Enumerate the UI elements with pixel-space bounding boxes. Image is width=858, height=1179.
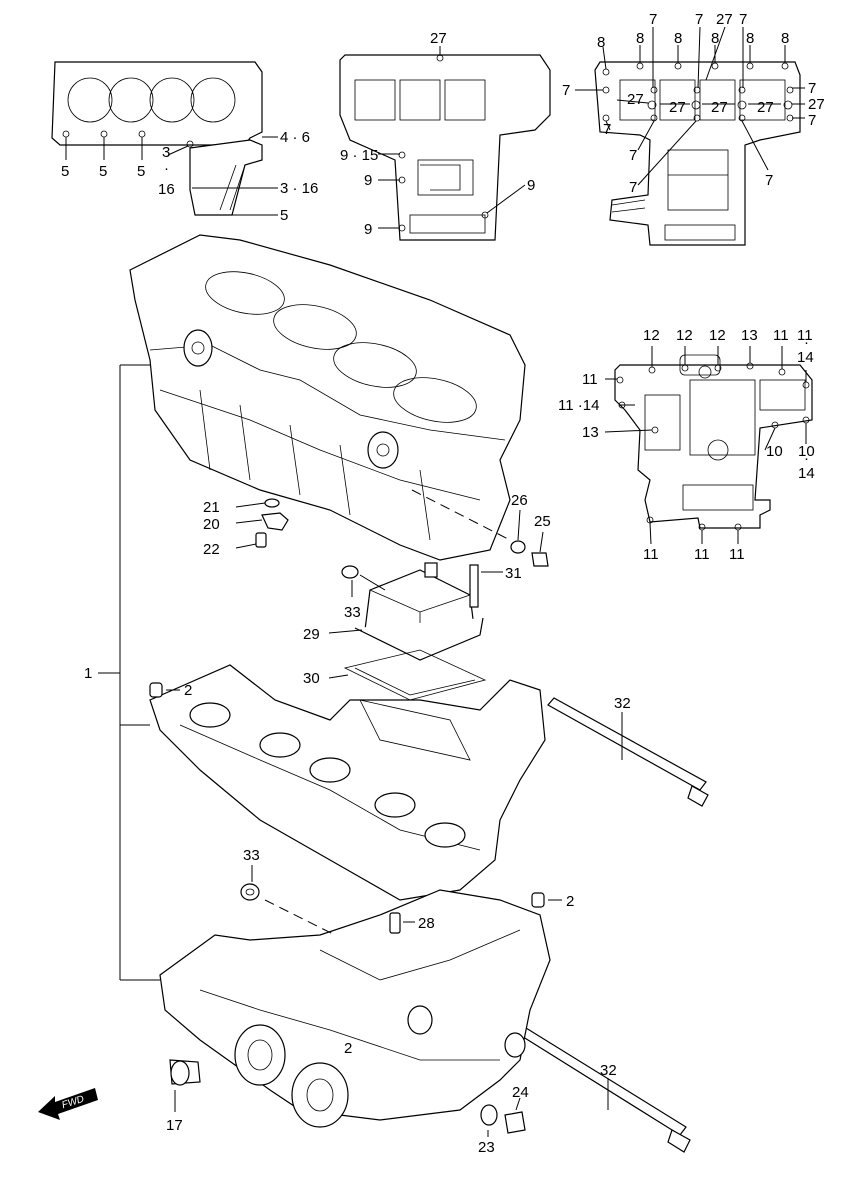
callout-label: 24 [512,1084,529,1101]
callout-label: 3 [162,144,170,161]
callout-label: 10 [766,443,783,460]
callout-label: 11 [643,546,659,563]
assembly-1-bracket [98,364,160,981]
callout-label: 25 [534,513,551,530]
callout-label: 8 [636,30,644,47]
callout-label: 5 [280,207,288,224]
callout-label: 4 · 6 [280,129,310,146]
callout-label: 11 [773,327,789,344]
callout-label: 7 [695,11,703,28]
callout-label: 5 [137,163,145,180]
callout-label: 13 [741,327,758,344]
crankcase-bottom-bolt-plan [594,61,801,246]
callout-label: 33 [344,604,361,621]
callout-label: 7 [629,179,637,196]
callout-label: 27 [808,96,825,113]
callout-label: 9 [364,172,372,189]
callout-label: 8 [711,30,719,47]
callout-label: 1 [84,665,92,682]
callout-label: 33 [243,847,260,864]
callout-label: 11 [729,546,745,563]
callout-label: 8 [674,30,682,47]
upper-crankcase-leaders [65,136,278,216]
stud-bolts [519,697,709,1153]
callout-label: 27 [711,99,728,116]
small-parts-upper [235,498,549,567]
callout-label: 10 [798,443,815,460]
callout-label: 32 [614,695,631,712]
callout-label: 31 [505,565,522,582]
callout-label: 12 [643,327,660,344]
forward-direction-arrow: FWD [38,1088,98,1120]
callout-label: 2 [566,893,574,910]
callout-label: 2 [184,682,192,699]
callout-label: 27 [669,99,686,116]
lower-crankcase-half [149,664,546,901]
callout-label: · [164,160,169,177]
callout-label: 9 · 15 [340,147,378,164]
callout-label: 7 [603,121,611,138]
callout-labels: 27 7 7 27 7 8 8 8 8 8 8 7 27 27 27 27 7 … [61,11,825,1156]
callout-label: 7 [739,11,747,28]
callout-label: 23 [478,1139,495,1156]
callout-label: 17 [166,1117,183,1134]
crankcase-bottom-leaders [575,26,805,186]
callout-label: · [804,334,809,351]
callout-label: 9 [527,177,535,194]
oil-pan-bolt-plan [614,354,813,531]
callout-label: 3 · 16 [280,180,318,197]
callout-label: 14 [797,349,814,366]
callout-label: 30 [303,670,320,687]
callout-label: 22 [203,541,220,558]
small-parts-lower [169,865,526,1137]
upper-crankcase [129,234,526,561]
callout-label: 7 [808,80,816,97]
callout-label: 11 [797,327,813,344]
callout-label: 5 [61,163,69,180]
callout-label: 14 [798,465,815,482]
callout-label: 11 [582,371,598,388]
callout-label: 8 [597,34,605,51]
callout-label: 16 [158,181,175,198]
callout-label: 11 ·14 [558,397,599,414]
lower-crankcase-bolt-plan [339,54,551,241]
callout-label: 7 [649,11,657,28]
oil-pan-leaders [604,346,807,545]
callout-label: 5 [99,163,107,180]
breather-cover [328,562,503,701]
callout-label: · [804,450,809,467]
callout-label: 27 [430,30,447,47]
callout-label: 29 [303,626,320,643]
callout-label: 13 [582,424,599,441]
callout-label: 9 [364,221,372,238]
callout-label: 27 [627,91,644,108]
callout-label: 20 [203,516,220,533]
callout-label: 26 [511,492,528,509]
callout-label: 11 [694,546,710,563]
callout-label: 32 [600,1062,617,1079]
callout-label: 27 [716,11,733,28]
callout-label: 2 [344,1040,352,1057]
callout-label: 12 [709,327,726,344]
callout-label: 12 [676,327,693,344]
callout-label: 7 [562,82,570,99]
upper-crankcase-bolt-plan [51,61,263,216]
callout-label: 28 [418,915,435,932]
callout-label: 8 [746,30,754,47]
callout-label: 7 [808,112,816,129]
lower-crankcase-leaders [378,46,526,229]
callout-label: 7 [629,147,637,164]
callout-label: 8 [781,30,789,47]
crankcase-lower-sump [159,889,551,1128]
callout-label: 7 [765,172,773,189]
callout-label: 27 [757,99,774,116]
callout-label: 21 [203,499,220,516]
oil-passage-guide [411,489,511,541]
